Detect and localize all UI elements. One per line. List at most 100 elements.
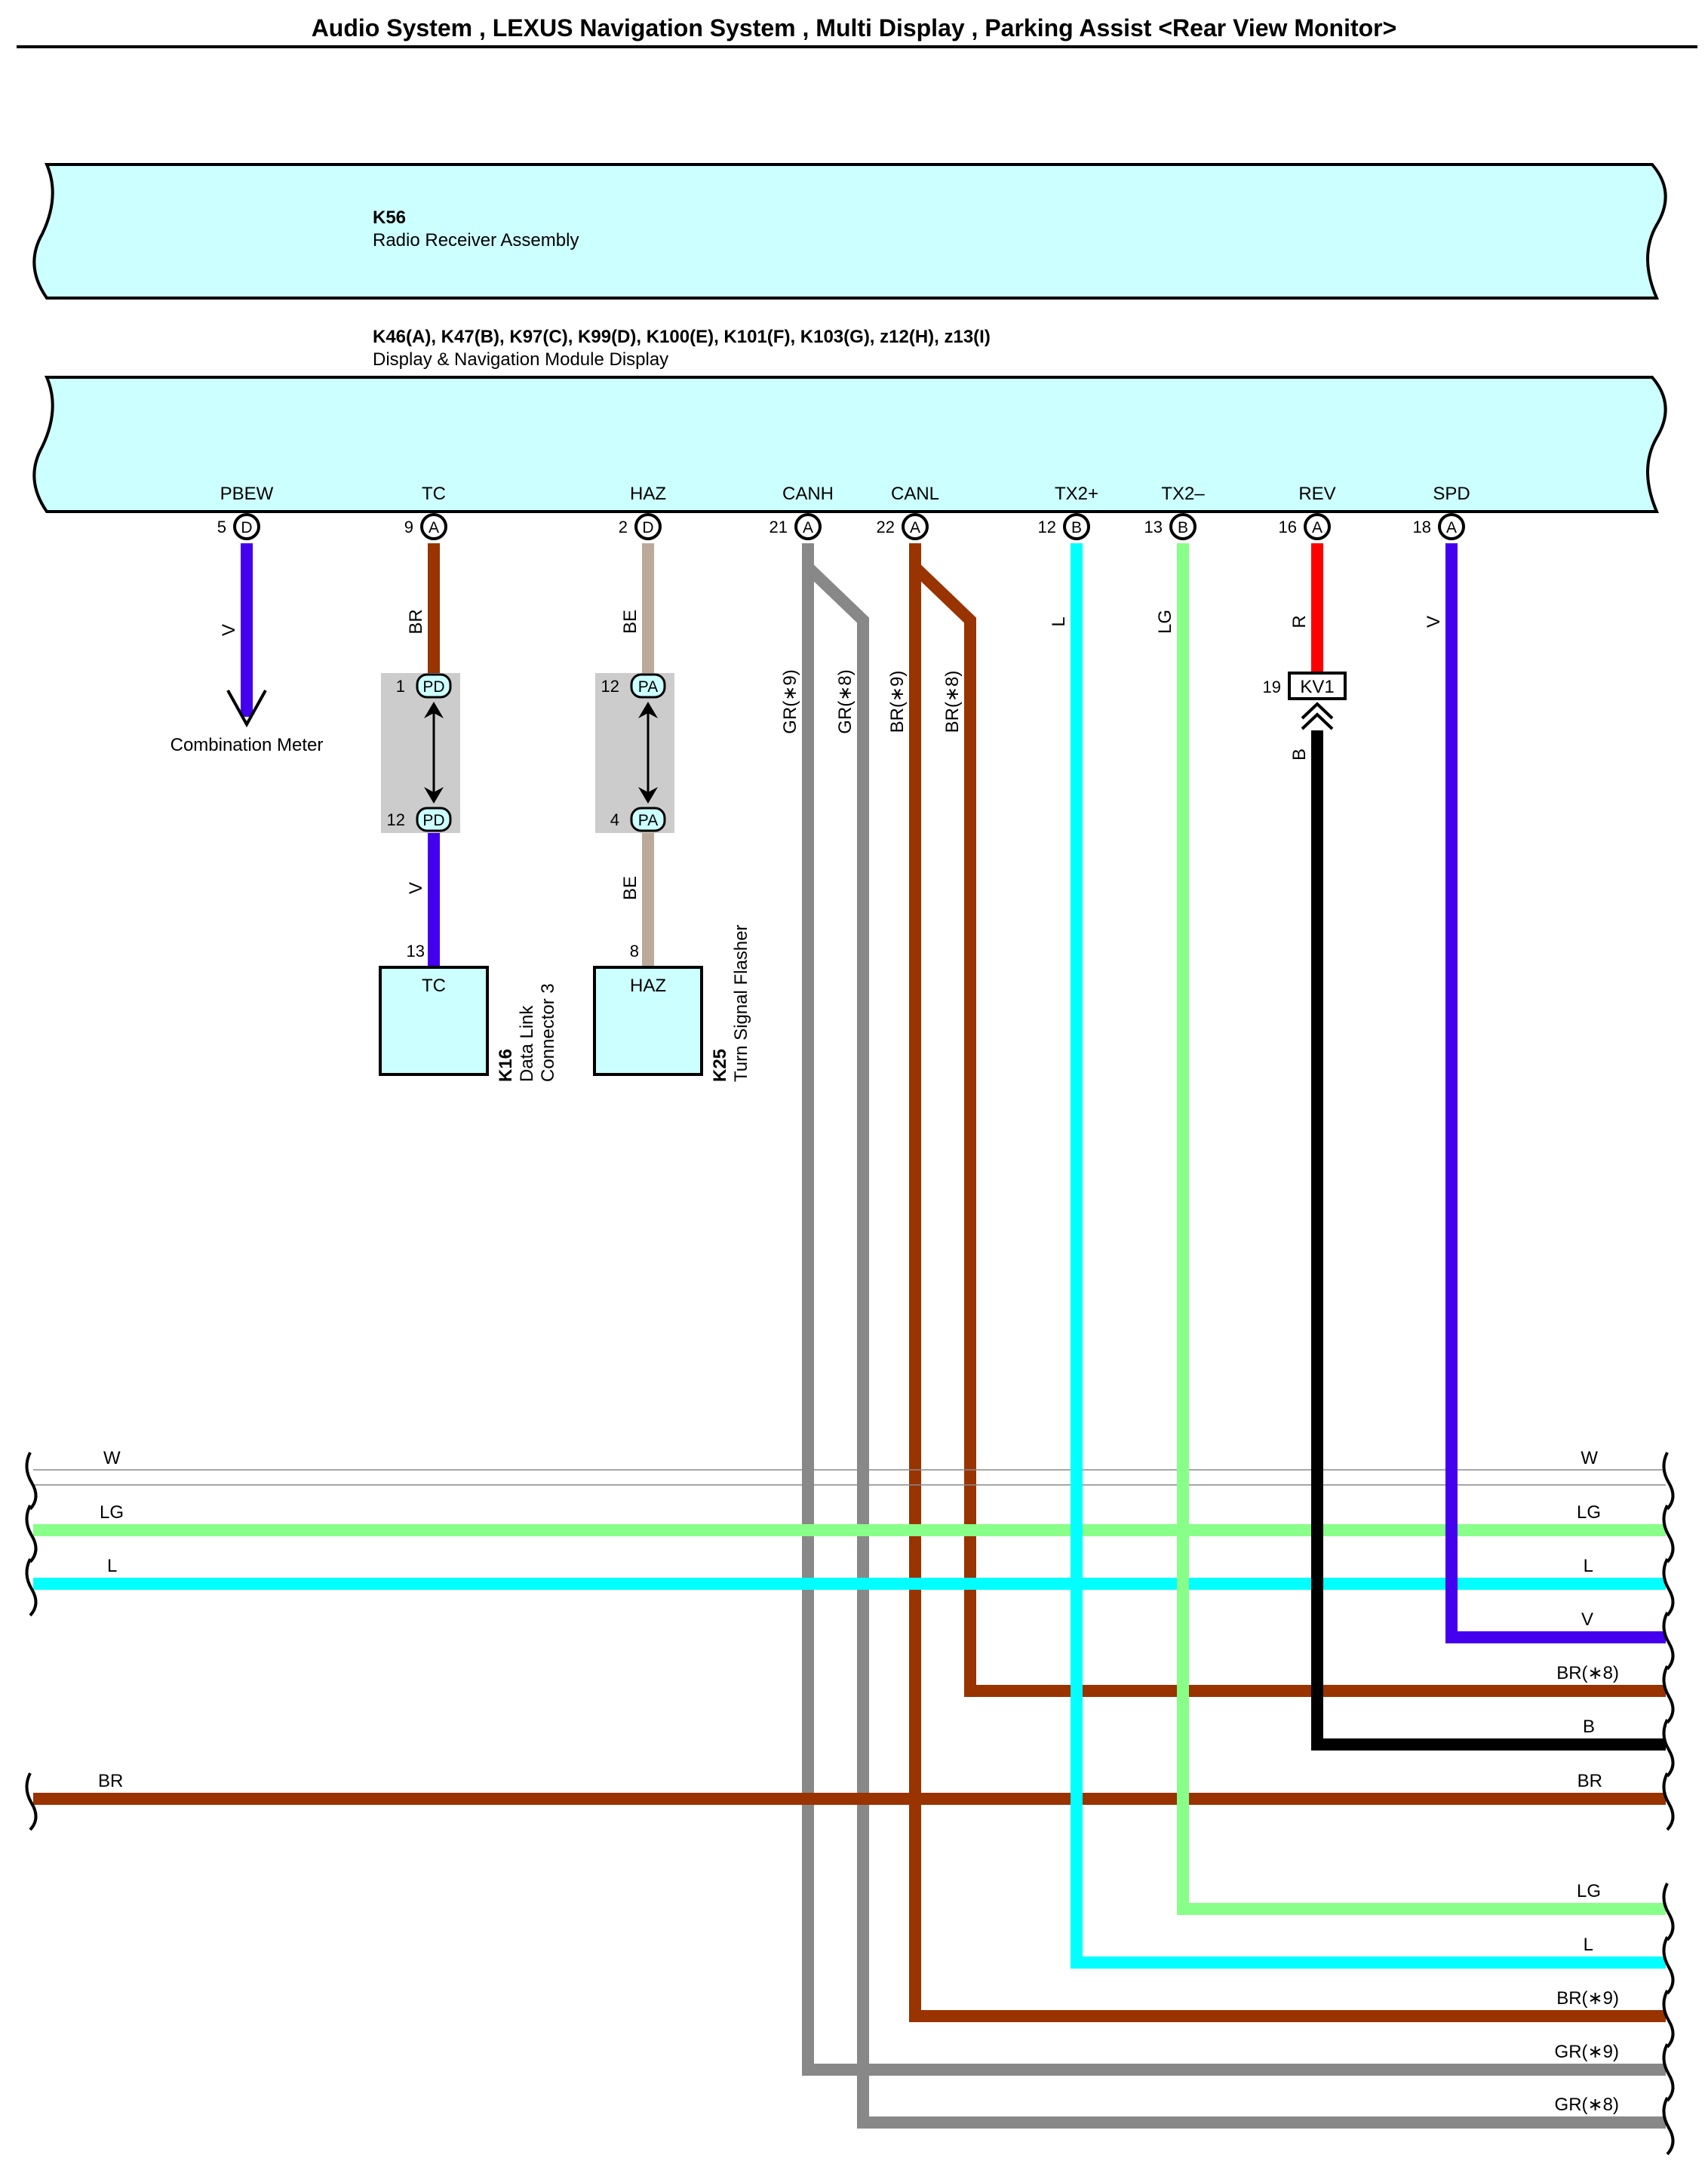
right-break-1 xyxy=(1662,1452,1675,1511)
pa-pin-top-num: 12 xyxy=(601,677,619,696)
wire-lg-tx2minus xyxy=(1177,543,1666,1915)
pd-pin-top xyxy=(416,673,452,699)
pa-pin-top-id: PA xyxy=(638,678,658,696)
kv1-pin: 19 xyxy=(1263,678,1281,696)
pd-pin-top-num: 1 xyxy=(396,677,405,696)
kv1-connector xyxy=(1288,672,1347,700)
flasher-box xyxy=(593,966,703,1076)
wire-label-canh-8: GR(∗8) xyxy=(835,669,856,733)
bus-right-label-9: BR(∗9) xyxy=(1556,1988,1619,2009)
right-break-2 xyxy=(1662,1505,1675,1563)
left-break-3 xyxy=(25,1558,38,1617)
pin-canh-num: 21 xyxy=(770,518,788,536)
right-break-10 xyxy=(1662,1990,1675,2049)
pa-pin-bottom-id: PA xyxy=(638,812,658,829)
display-module-box xyxy=(32,376,1667,513)
wire-label-tx2plus: L xyxy=(1049,616,1069,626)
terminal-name-spd: SPD xyxy=(1433,484,1470,504)
bus-right-label-2: L xyxy=(1584,1556,1593,1576)
wire-label-rev: R xyxy=(1289,615,1310,628)
bus-right-label-1: LG xyxy=(1577,1502,1601,1523)
pin-rev: A 16 xyxy=(1279,513,1331,540)
bus-right-label-10: GR(∗9) xyxy=(1555,2042,1619,2062)
radio-name: Radio Receiver Assembly xyxy=(373,230,579,251)
wire-label-canl-8: BR(∗8) xyxy=(942,671,963,733)
wire-br-8 xyxy=(911,563,1666,1697)
wire-label-spd: V xyxy=(1424,616,1444,628)
terminal-name-canh: CANH xyxy=(782,484,834,504)
terminal-name-rev: REV xyxy=(1298,484,1335,504)
pd-pin-bottom-num: 12 xyxy=(387,810,405,829)
wire-label-pbew: V xyxy=(219,624,239,636)
pin-pbew-conn: D xyxy=(241,519,252,536)
bus-left-label-l: L xyxy=(107,1556,117,1576)
pa-pin-bottom xyxy=(630,807,666,832)
right-break-12 xyxy=(1662,2097,1675,2156)
wire-label-haz: BE xyxy=(620,610,640,634)
dlc3-code: K16 xyxy=(496,1049,516,1082)
pin-spd-num: 18 xyxy=(1413,518,1431,536)
pin-canh: A 21 xyxy=(770,513,822,540)
terminal-name-tx2plus: TX2+ xyxy=(1055,484,1098,504)
pin-haz: D 2 xyxy=(619,513,662,540)
dlc3-name-line1: Data Link xyxy=(517,1005,537,1082)
pin-haz-num: 2 xyxy=(619,518,628,536)
kv1-chevron-icon xyxy=(1301,702,1334,730)
right-break-4 xyxy=(1662,1612,1675,1671)
pin-canl: A 22 xyxy=(877,513,929,540)
dlc3-box xyxy=(379,966,489,1076)
pin-tx2minus-conn: B xyxy=(1178,519,1188,536)
bus-right-label-5: B xyxy=(1583,1717,1595,1737)
wire-label-canh-9: GR(∗9) xyxy=(780,669,800,733)
pd-pin-bottom xyxy=(416,807,452,832)
bus-right-label-0: W xyxy=(1581,1448,1598,1468)
wire-v-spd xyxy=(1445,543,1666,1643)
terminal-name-pbew: PBEW xyxy=(220,484,274,504)
pin-haz-conn: D xyxy=(642,519,653,536)
flasher-code: K25 xyxy=(710,1049,730,1082)
pd-arrow-down-icon xyxy=(424,787,444,804)
pin-tx2plus: B 12 xyxy=(1038,513,1090,540)
left-break-1 xyxy=(25,1452,38,1511)
combination-meter-label: Combination Meter xyxy=(170,735,324,755)
inline-connector-pa-bg xyxy=(595,673,674,833)
pin-tx2plus-num: 12 xyxy=(1038,518,1056,536)
display-code: K46(A), K47(B), K97(C), K99(D), K100(E),… xyxy=(373,327,991,347)
wire-label-tc: BR xyxy=(406,609,426,634)
dlc3-pin: 13 xyxy=(407,942,425,961)
wire-gr-9 xyxy=(802,543,1666,2076)
radio-receiver-box xyxy=(32,163,1667,300)
left-break-2 xyxy=(25,1505,38,1563)
terminal-name-canl: CANL xyxy=(891,484,939,504)
dlc3-terminal: TC xyxy=(422,976,446,996)
radio-code: K56 xyxy=(373,207,406,228)
bus-left-label-lg: LG xyxy=(100,1502,124,1523)
combination-meter-arrow xyxy=(226,690,267,728)
bus-left-label-br: BR xyxy=(98,1771,123,1791)
right-break-5 xyxy=(1662,1665,1675,1724)
wire-b-kv1 xyxy=(1311,730,1666,1751)
right-break-7 xyxy=(1662,1772,1675,1831)
flasher-pin: 8 xyxy=(630,942,639,961)
right-break-11 xyxy=(1662,2043,1675,2102)
terminal-name-tc: TC xyxy=(422,484,446,504)
right-break-8 xyxy=(1662,1883,1675,1941)
kv1-id: KV1 xyxy=(1300,677,1334,697)
flasher-terminal: HAZ xyxy=(630,976,666,996)
dlc3-name-line2: Connector 3 xyxy=(538,983,558,1082)
pin-rev-conn: A xyxy=(1312,519,1322,536)
bus-right-label-7: LG xyxy=(1577,1881,1601,1901)
bus-right-label-8: L xyxy=(1584,1935,1593,1955)
pin-tc-num: 9 xyxy=(404,518,413,536)
terminal-name-tx2minus: TX2– xyxy=(1161,484,1205,504)
pin-tc: A 9 xyxy=(404,513,447,540)
bus-right-label-6: BR xyxy=(1577,1771,1602,1791)
wire-label-haz-lower: BE xyxy=(620,876,640,900)
pin-pbew: D 5 xyxy=(217,513,260,540)
pa-arrow-up-icon xyxy=(638,702,658,718)
pd-pin-top-id: PD xyxy=(422,678,444,696)
page-title: Audio System , LEXUS Navigation System ,… xyxy=(312,14,1397,41)
pin-canl-conn: A xyxy=(910,519,920,536)
pin-pbew-num: 5 xyxy=(217,518,226,536)
